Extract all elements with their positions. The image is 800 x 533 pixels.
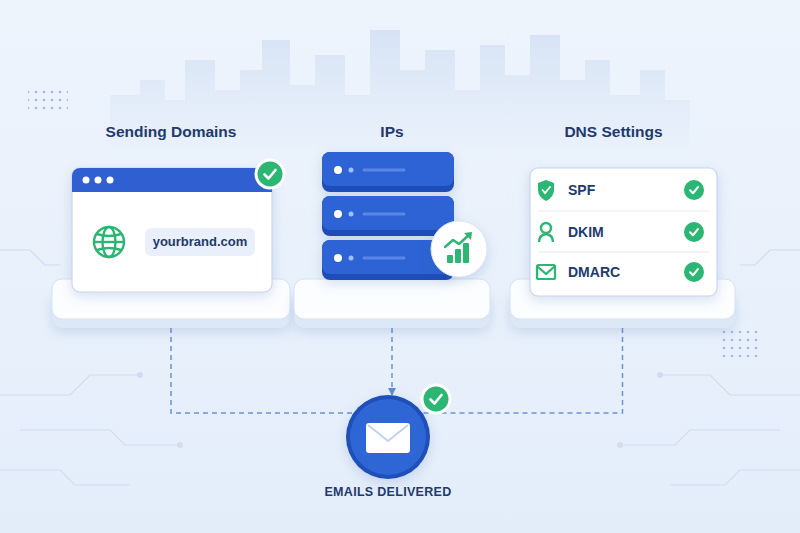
status-label: EMAILS DELIVERED <box>286 483 490 501</box>
server-led <box>349 168 354 173</box>
dashed-connector <box>422 328 622 413</box>
server-led <box>349 256 354 261</box>
row-divider <box>538 210 709 211</box>
item-label: DKIM <box>568 222 668 242</box>
chart-bar <box>463 243 469 263</box>
check-badge <box>684 180 704 200</box>
check-badge <box>256 160 284 188</box>
section-heading: Sending Domains <box>52 122 290 142</box>
mail-icon <box>537 265 555 279</box>
server-led <box>334 166 342 174</box>
browser-window <box>72 168 272 292</box>
node-illustration <box>346 395 430 479</box>
mail-flap <box>537 266 555 274</box>
dashed-connector <box>171 328 354 413</box>
server-face <box>322 152 454 186</box>
dashed-connector <box>391 328 393 395</box>
shield-check <box>543 187 551 193</box>
circuit-node <box>657 372 663 378</box>
server-face <box>322 196 454 230</box>
server-slot <box>364 257 404 260</box>
check-badge <box>684 262 704 282</box>
shield-icon <box>538 180 554 201</box>
envelope-circle <box>346 395 430 479</box>
server-block <box>322 152 454 192</box>
chart-bar <box>447 255 453 263</box>
check-circle <box>256 160 284 188</box>
check-circle <box>684 262 704 282</box>
server-led <box>349 212 354 217</box>
browser-bar <box>72 182 272 192</box>
trend-arrow <box>464 232 472 240</box>
settings-card <box>530 168 717 296</box>
check-circle <box>684 180 704 200</box>
chart-bar <box>455 249 461 263</box>
person-head <box>541 223 551 233</box>
globe-icon <box>94 227 124 257</box>
envelope-circle-inner <box>350 399 426 475</box>
domain-card: Sending Domainsyourbrand.com <box>52 152 290 328</box>
check-mark <box>431 395 442 404</box>
platform-top <box>294 279 490 319</box>
node-illustration <box>294 152 490 328</box>
circuit-node <box>137 372 143 378</box>
check-mark <box>690 187 698 193</box>
badge-circle <box>431 221 487 277</box>
window-dot <box>107 177 114 184</box>
globe-latitude <box>97 234 121 250</box>
server-slot <box>364 213 404 216</box>
server-led <box>334 210 342 218</box>
check-mark <box>265 170 276 179</box>
window-dot <box>83 177 90 184</box>
check-mark <box>690 229 698 235</box>
node-illustration <box>510 152 735 328</box>
globe-equator <box>94 241 124 243</box>
key-person-icon <box>539 223 553 242</box>
row-divider <box>538 251 709 252</box>
check-badge <box>422 385 450 413</box>
server-block <box>322 196 454 236</box>
delivery-circle: EMAILS DELIVERED <box>346 395 430 479</box>
item-label: yourbrand.com <box>145 228 255 256</box>
check-mark <box>690 269 698 275</box>
check-circle <box>422 385 450 413</box>
person-body <box>539 234 553 242</box>
growth-badge <box>431 221 487 277</box>
section-heading: DNS Settings <box>501 122 726 142</box>
mail-body <box>537 265 555 279</box>
item-label: SPF <box>568 180 668 200</box>
item-label: DMARC <box>568 262 668 282</box>
server-slot <box>364 169 404 172</box>
browser-bar <box>72 168 272 192</box>
dot-grid <box>28 86 68 112</box>
check-badge <box>684 222 704 242</box>
envelope-body <box>366 423 410 453</box>
trend-line <box>445 234 470 247</box>
check-circle <box>684 222 704 242</box>
server-stack: IPs <box>294 152 490 328</box>
section-heading: IPs <box>294 122 490 142</box>
server-led <box>334 254 342 262</box>
window-dot <box>95 177 102 184</box>
circuit-node <box>177 442 183 448</box>
shield-shape <box>538 180 554 201</box>
dot-grid <box>722 330 762 358</box>
globe-outline <box>94 227 124 257</box>
circuit-node <box>617 442 623 448</box>
envelope-flap <box>368 425 408 441</box>
dns-card: DNS SettingsSPFDKIMDMARC <box>510 152 735 328</box>
